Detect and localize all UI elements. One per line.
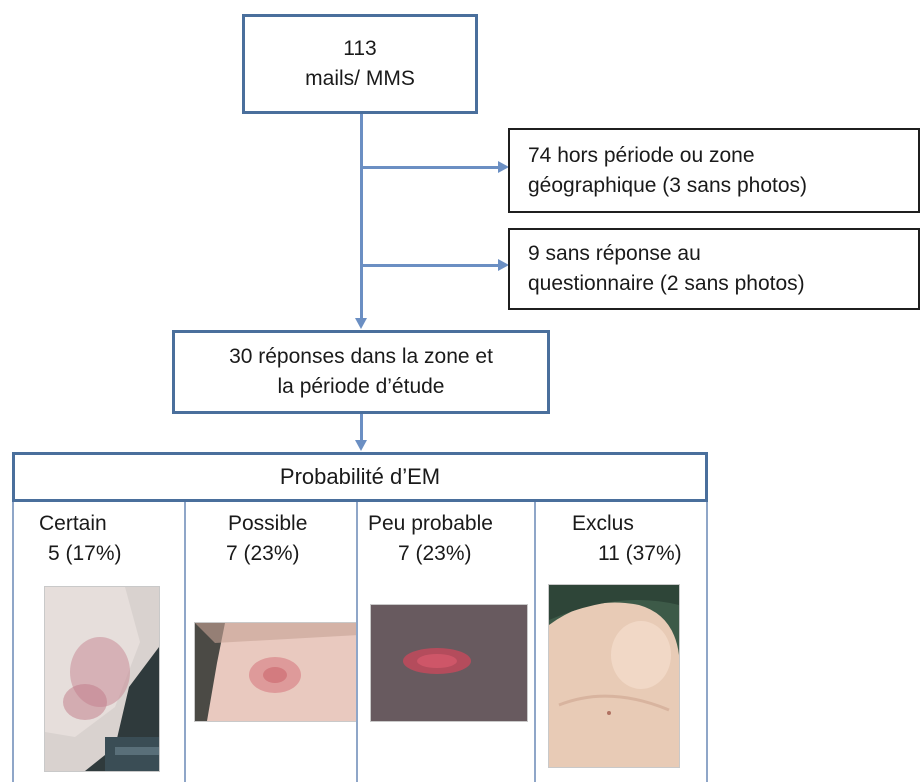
main-connector (360, 114, 363, 322)
category-count-certain: 5 (17%) (48, 542, 122, 565)
arrow-to-excluded-1 (498, 161, 509, 173)
category-label-certain: Certain (39, 512, 107, 535)
branch-connector-1 (362, 166, 502, 169)
arm-lesion-certain-photo (44, 586, 160, 772)
category-count-unlikely: 7 (23%) (398, 542, 472, 565)
arrow-to-probability (355, 440, 367, 451)
mails-count-box: 113 mails/ MMS (242, 14, 478, 114)
knee-lesion-excluded-photo (548, 584, 680, 768)
study-responses-line1: 30 réponses dans la zone et (229, 345, 493, 368)
category-column-certain: Certain 5 (17%) (12, 502, 186, 782)
category-label-unlikely: Peu probable (368, 512, 493, 535)
category-count-excluded: 11 (37%) (598, 542, 682, 565)
category-column-unlikely: Peu probable 7 (23%) (356, 502, 536, 782)
excluded-out-of-scope-box: 74 hors période ou zone géographique (3 … (508, 128, 920, 213)
excluded-no-response-box: 9 sans réponse au questionnaire (2 sans … (508, 228, 920, 310)
category-label-possible: Possible (228, 512, 308, 535)
mails-count-value: 113 (343, 37, 377, 60)
probability-header-label: Probabilité d’EM (279, 464, 441, 489)
branch-connector-2 (362, 264, 502, 267)
category-count-possible: 7 (23%) (226, 542, 300, 565)
study-responses-line2: la période d’étude (277, 375, 445, 398)
arrow-to-middle-box (355, 318, 367, 329)
arm-lesion-possible-photo (194, 622, 360, 722)
excluded-no-response-line2: questionnaire (2 sans photos) (528, 272, 805, 295)
connector-to-probability (360, 414, 363, 442)
study-responses-box: 30 réponses dans la zone et la période d… (172, 330, 550, 414)
excluded-out-of-scope-line1: 74 hors période ou zone (528, 143, 755, 167)
category-label-excluded: Exclus (572, 512, 634, 535)
arrow-to-excluded-2 (498, 259, 509, 271)
category-column-possible: Possible 7 (23%) (184, 502, 360, 782)
excluded-no-response-line1: 9 sans réponse au (528, 242, 701, 265)
category-column-excluded: Exclus 11 (37%) (534, 502, 708, 782)
excluded-out-of-scope-line2: géographique (3 sans photos) (528, 173, 808, 197)
mails-count-label: mails/ MMS (305, 67, 415, 90)
probability-header: Probabilité d’EM (12, 452, 708, 502)
skin-lesion-unlikely-photo (370, 604, 528, 722)
